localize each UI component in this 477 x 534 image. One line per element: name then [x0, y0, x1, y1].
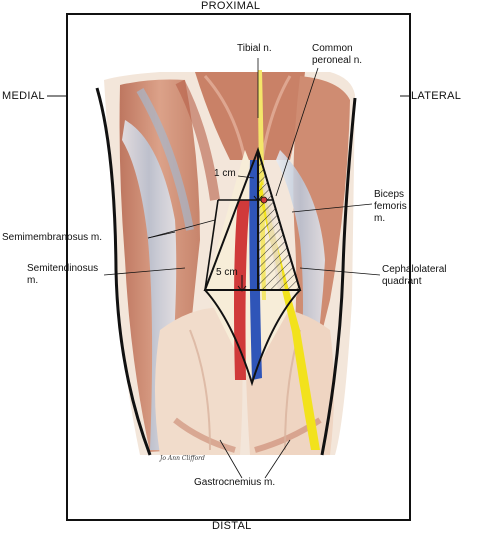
semitendinosus-label-line1: Semitendinosus: [27, 263, 99, 274]
incision-point: [260, 196, 268, 204]
common-peroneal-label-line2: peroneal n.: [312, 55, 363, 66]
popliteal-fossa-diamond-bottom: [204, 289, 301, 387]
distal-label: DISTAL: [212, 520, 252, 532]
artist-signature: Jo Ann Clifford: [160, 455, 205, 462]
cephalolateral-label-line1: Cephalolateral: [382, 264, 447, 275]
leg-anatomy: [95, 70, 357, 456]
biceps-femoris-label-line2: femoris: [374, 201, 407, 212]
one-cm-label: 1 cm: [214, 168, 236, 179]
proximal-label: PROXIMAL: [201, 0, 261, 12]
common-peroneal-label-line1: Common: [312, 43, 353, 54]
gastrocnemius-label: Gastrocnemius m.: [194, 477, 276, 488]
semitendinosus-label-line2: m.: [27, 275, 39, 286]
medial-contour: [95, 87, 152, 456]
tibial-nerve-label: Tibial n.: [237, 43, 272, 54]
cephalolateral-label-line2: quadrant: [382, 276, 422, 287]
semimembranosus-label: Semimembranosus m.: [2, 232, 103, 243]
five-cm-label: 5 cm: [216, 267, 238, 278]
biceps-femoris-label-line1: Biceps: [374, 189, 405, 200]
lateral-label: LATERAL: [411, 90, 462, 102]
central-muscle-upper: [195, 72, 305, 160]
medial-label: MEDIAL: [2, 90, 45, 102]
leader-lines: [103, 58, 381, 479]
lateral-contour: [320, 97, 357, 456]
biceps-femoris-label-line3: m.: [374, 213, 386, 224]
